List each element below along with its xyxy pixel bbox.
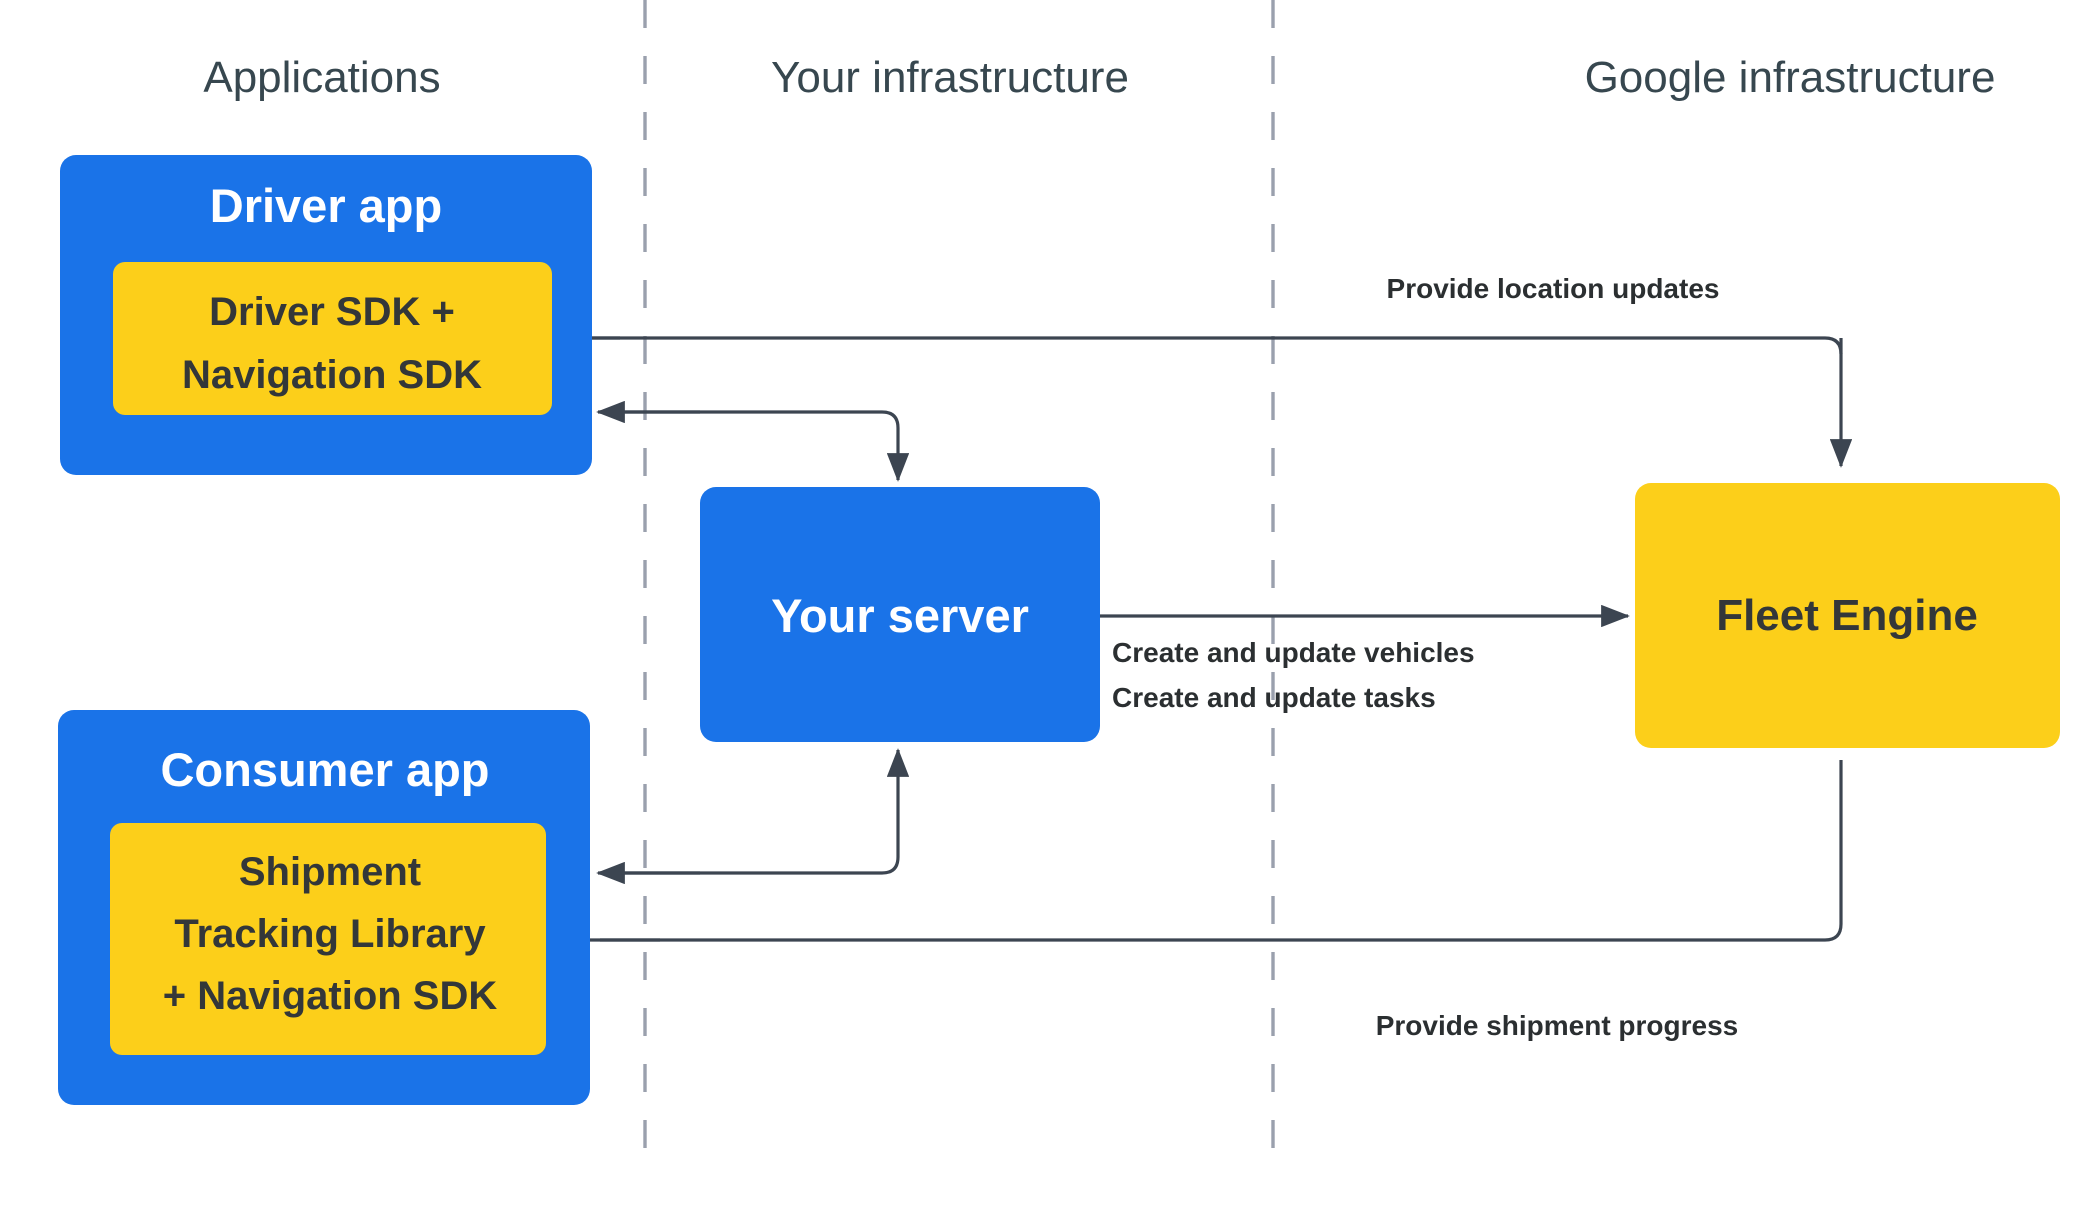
zone-title-google-infrastructure: Google infrastructure (1585, 53, 1996, 102)
driver-sdk-line-2: Navigation SDK (182, 353, 482, 397)
shipment-tracking-line-1: Shipment (239, 850, 421, 894)
node-your-server[interactable]: Your server (700, 487, 1100, 742)
fleet-engine-box[interactable] (1635, 483, 2060, 748)
node-fleet-engine[interactable]: Fleet Engine (1635, 483, 2060, 748)
fleet-engine-title: Fleet Engine (1716, 591, 1978, 640)
edge-label-create-update-vehicles: Create and update vehicles (1112, 637, 1475, 668)
shipment-tracking-line-2: Tracking Library (174, 912, 486, 956)
your-server-title: Your server (771, 589, 1029, 642)
driver-sdk-line-1: Driver SDK + (209, 290, 455, 334)
your-server-box[interactable] (700, 487, 1100, 742)
node-driver-app[interactable]: Driver app Driver SDK + Navigation SDK (60, 155, 592, 475)
shipment-tracking-box[interactable] (110, 823, 546, 1055)
zone-title-your-infrastructure: Your infrastructure (771, 53, 1129, 102)
edge-fleet-to-driver-sdk-horizontal (565, 336, 1843, 355)
consumer-app-title: Consumer app (160, 743, 489, 796)
edge-label-provide-shipment-progress: Provide shipment progress (1376, 1010, 1739, 1041)
edge-consumer-to-server-horizontal (600, 856, 900, 875)
shipment-tracking-line-3: + Navigation SDK (163, 974, 498, 1018)
driver-sdk-box[interactable] (113, 262, 552, 415)
edge-label-provide-location-updates: Provide location updates (1387, 273, 1720, 304)
zone-title-applications: Applications (203, 53, 440, 102)
driver-app-title: Driver app (210, 179, 442, 232)
edge-fleet-to-shipment-horizontal (600, 760, 1843, 942)
edge-label-create-update-tasks: Create and update tasks (1112, 682, 1436, 713)
edge-driver-to-server-horizontal (600, 410, 900, 429)
node-consumer-app[interactable]: Consumer app Shipment Tracking Library +… (58, 710, 590, 1105)
